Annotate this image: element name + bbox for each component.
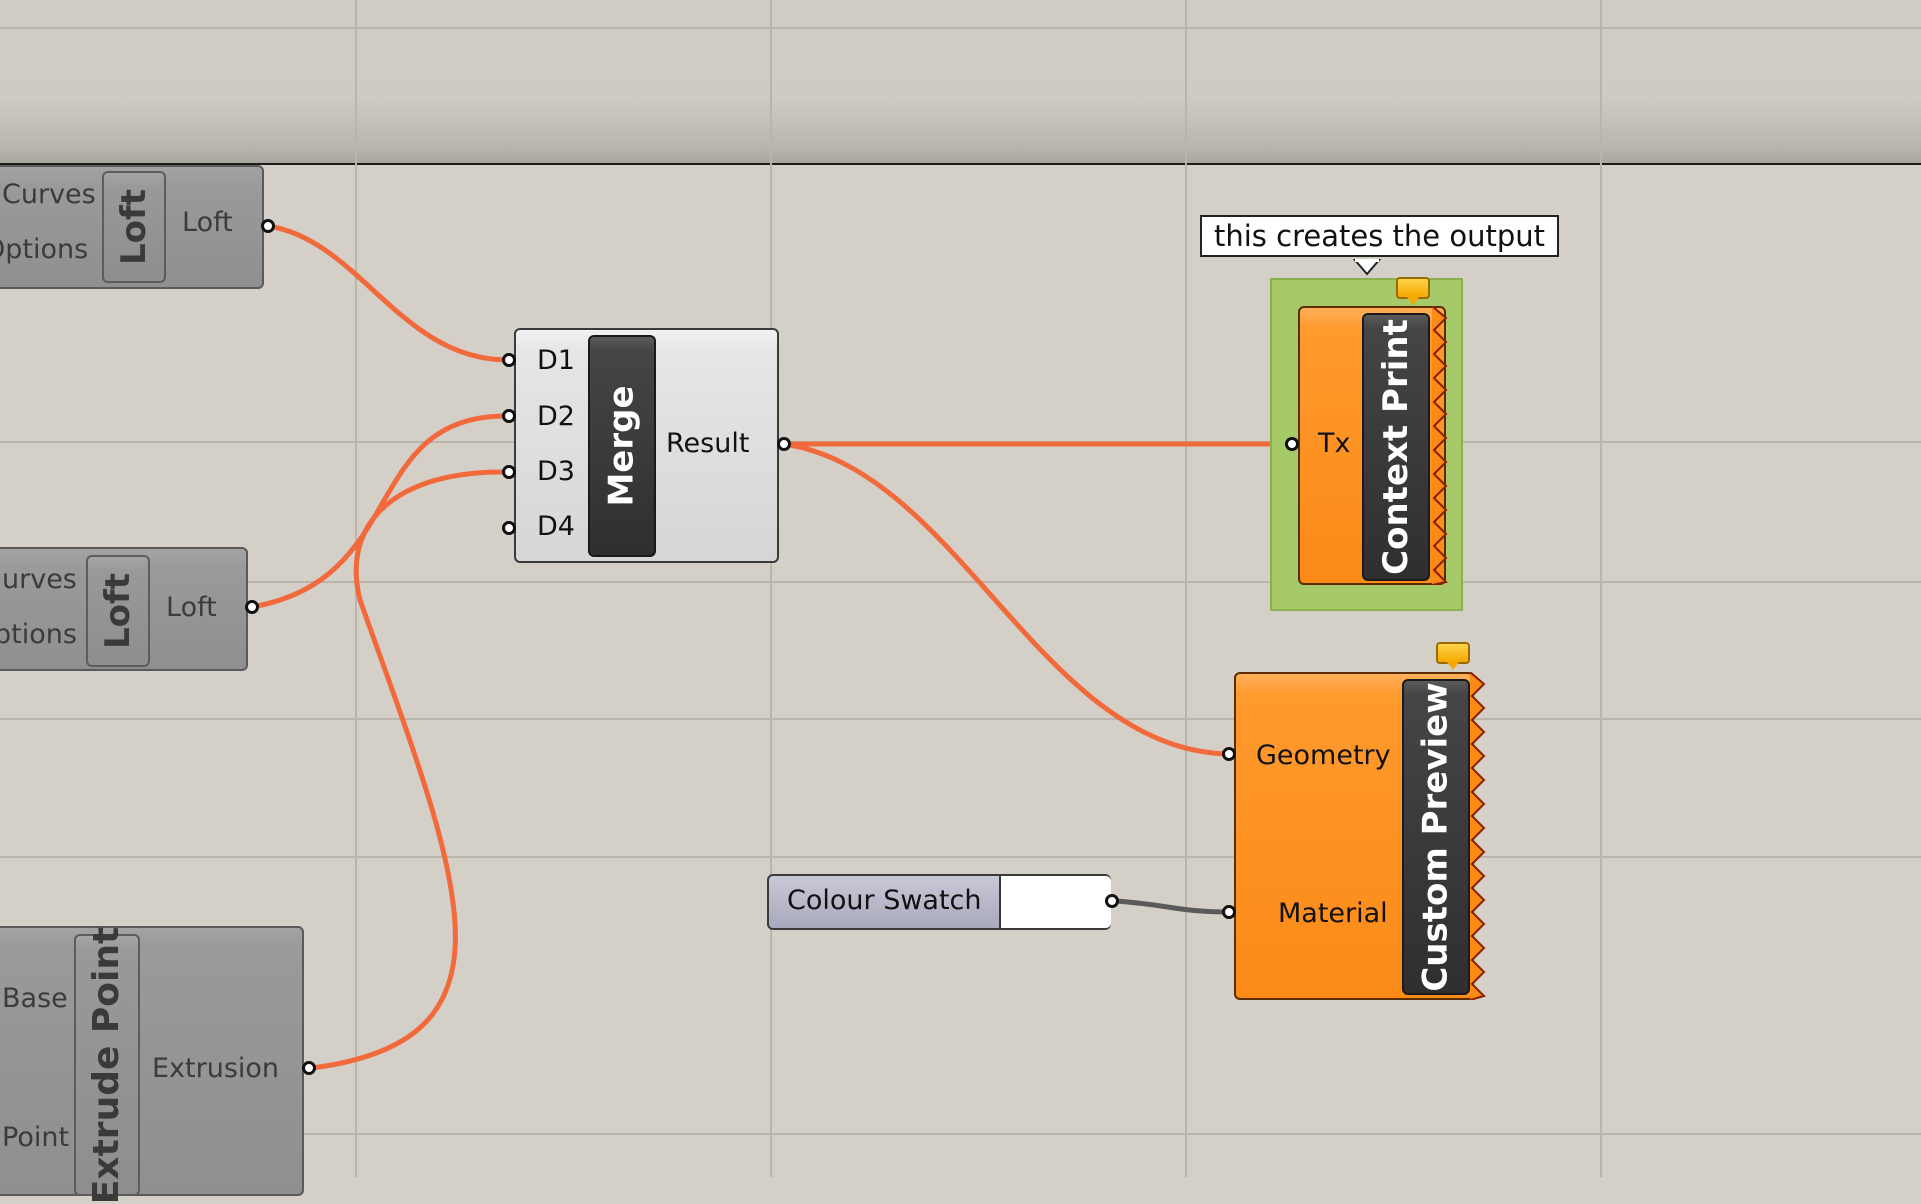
message-bubble-icon[interactable] [1396,277,1430,299]
canvas-edge-line [0,163,1921,165]
component-name: Loft [114,188,155,266]
input-port-d2[interactable] [502,409,516,423]
component-name-bar: Custom Preview [1402,679,1470,995]
grid-line [1600,0,1602,1177]
grid-line [0,718,1921,720]
output-label-extrusion: Extrusion [152,1053,280,1084]
input-label-geometry: Geometry [1256,740,1391,771]
output-port-loft2[interactable] [245,600,259,614]
output-port-extrusion[interactable] [302,1061,316,1075]
grid-line [0,27,1921,29]
output-label-result: Result [666,428,750,459]
output-port-result[interactable] [777,437,791,451]
wire-extrude-d3 [309,469,511,1071]
wire-swatch-material [1113,898,1232,915]
grid-line [770,0,772,1177]
component-name: Context Print [1376,319,1416,575]
component-name-bar: Context Print [1362,313,1430,581]
input-port-material[interactable] [1222,905,1236,919]
input-port-geometry[interactable] [1222,747,1236,761]
input-port-tx[interactable] [1285,437,1299,451]
grid-line [0,856,1921,858]
tooltip-pointer [1352,259,1382,276]
component-name-bar: Merge [588,335,656,557]
grid-line [1185,0,1187,1177]
message-bubble-icon[interactable] [1436,642,1470,664]
input-port-d3[interactable] [502,465,516,479]
component-name: Custom Preview [1416,682,1456,992]
loft-component-2[interactable]: urves ptions Loft Loft [0,547,248,671]
input-label-options: Options [0,234,89,265]
component-name-bar: Loft [102,171,166,283]
input-label-curves: Curves [2,179,96,210]
input-label-point: Point [2,1122,70,1153]
context-print-component[interactable]: Tx Context Print [1298,306,1446,585]
input-label-curves: urves [2,564,77,595]
input-label-d4: D4 [537,511,575,542]
message-bubble-tail [1407,297,1419,305]
zigzag-preview-edge-icon [1432,306,1448,585]
input-label-d3: D3 [537,456,575,487]
colour-swatch-box[interactable] [999,876,1111,928]
component-name: Colour Swatch [787,885,982,916]
component-name: Extrude Point [86,926,128,1204]
message-bubble-tail [1447,662,1459,670]
grid-line [0,1133,1921,1135]
input-port-d1[interactable] [502,353,516,367]
input-label-options: ptions [0,619,77,650]
component-name: Loft [98,572,139,650]
input-label-d2: D2 [537,401,575,432]
input-label-base: Base [2,983,68,1014]
merge-component[interactable]: D1 D2 D3 D4 Merge Result [514,328,779,563]
output-label-loft: Loft [166,592,217,623]
input-label-material: Material [1278,898,1388,929]
input-label-tx: Tx [1318,428,1351,459]
extrude-point-component[interactable]: Base Point Extrude Point Extrusion [0,926,304,1204]
wire-loft2-d2 [249,413,511,610]
component-name-bar: Loft [86,555,150,667]
wires-layer [249,223,1296,1071]
grid-line [0,581,1921,583]
output-label-loft: Loft [182,207,233,238]
output-port-colour[interactable] [1105,894,1119,908]
zigzag-preview-edge-icon [1470,672,1486,1000]
input-port-d4[interactable] [502,521,516,535]
component-name-bar: Extrude Point [74,926,140,1204]
component-name: Merge [602,385,642,507]
colour-swatch-component[interactable]: Colour Swatch [767,874,1111,930]
wire-result-geometry [781,441,1232,757]
loft-component-1[interactable]: Curves Options Loft Loft [0,165,264,289]
group-tooltip: this creates the output [1200,215,1559,257]
wire-loft1-d1 [265,223,511,363]
output-port-loft1[interactable] [261,219,275,233]
custom-preview-component[interactable]: Geometry Material Custom Preview [1234,672,1474,1000]
input-label-d1: D1 [537,345,575,376]
